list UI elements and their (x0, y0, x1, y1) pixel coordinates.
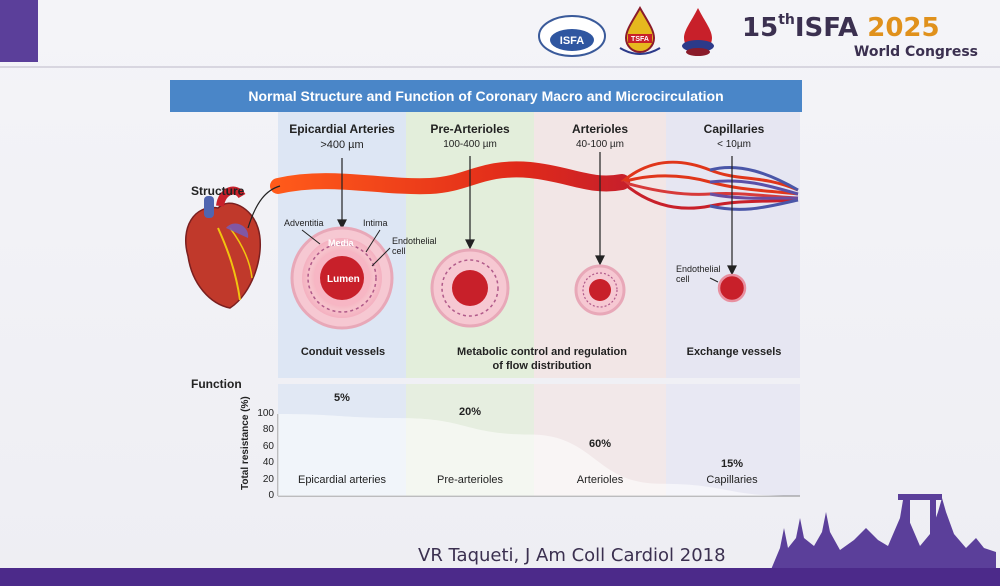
congress-year: 2025 (867, 13, 940, 43)
congress-name: ISFA (794, 13, 859, 43)
col-prearterioles-name: Pre-Arterioles (430, 122, 510, 136)
logo-group: ISFA TSFA (538, 5, 714, 57)
metabolic-control-label-2: of flow distribution (492, 360, 592, 372)
col-prearterioles-size: 100-400 µm (443, 139, 497, 150)
adventitia-label: Adventitia (284, 218, 324, 228)
category-label: Capillaries (706, 474, 758, 486)
col-arterioles-name: Arterioles (571, 122, 629, 136)
capillary-network (621, 160, 799, 211)
header-divider (0, 66, 1000, 68)
coronary-vessel (270, 161, 630, 195)
heart-illustration (184, 186, 262, 309)
corner-accent (0, 0, 38, 62)
conduit-vessels-label: Conduit vessels (300, 346, 386, 358)
col-epicardial-name: Epicardial Arteries (289, 122, 395, 136)
congress-sup: th (778, 12, 795, 28)
congress-number: 15 (742, 13, 779, 43)
capillary-cross-section (709, 273, 747, 303)
congress-subtitle: World Congress (853, 44, 978, 60)
value-label: 20% (458, 406, 482, 418)
footer-band (0, 568, 1000, 586)
epicardial-cross-section (290, 226, 394, 330)
y-tick-label: 100 (257, 408, 274, 419)
blood-drop-logo (682, 8, 714, 56)
structure-label: Structure (191, 184, 245, 198)
category-label: Arterioles (576, 474, 624, 486)
category-label: Pre-arterioles (436, 474, 504, 486)
value-label: 5% (334, 392, 350, 404)
y-tick-label: 20 (262, 473, 274, 485)
value-label: 15% (720, 458, 744, 470)
tsfa-logo: TSFA (619, 5, 661, 55)
col-capillaries-name: Capillaries (703, 122, 765, 136)
col-epicardial-size: >400 µm (320, 139, 364, 151)
congress-title: 15thISFA 2025 (742, 12, 982, 43)
category-label: Epicardial arteries (297, 474, 387, 486)
function-label: Function (191, 377, 242, 391)
isfa-logo-text: ISFA (560, 35, 585, 47)
column-bg-capillaries (666, 112, 800, 378)
value-label: 60% (588, 438, 612, 450)
resistance-area (278, 414, 800, 496)
tsfa-logo-text: TSFA (631, 36, 649, 43)
y-tick-label: 0 (268, 490, 274, 501)
lumen-label: Lumen (327, 274, 360, 285)
metabolic-control-label-1: Metabolic control and regulation (457, 346, 627, 358)
col-arterioles-size: 40-100 µm (575, 139, 625, 150)
endothelial-cell-label: Endothelial cell (392, 236, 437, 256)
arteriole-cross-section (574, 264, 626, 316)
media-label: Media (328, 238, 354, 248)
capillary-endothelial-label: Endothelial cell (676, 264, 721, 284)
prearteriole-cross-section (430, 248, 510, 328)
y-tick-label: 80 (262, 424, 274, 436)
citation: VR Taqueti, J Am Coll Cardiol 2018 (418, 545, 726, 566)
coronary-figure (184, 112, 800, 497)
resistance-chart (277, 414, 800, 497)
chart-y-axis-title: Total resistance (%) (240, 396, 251, 490)
chart-bg-capillaries (666, 384, 800, 496)
y-tick-label: 60 (262, 440, 274, 452)
intima-label: Intima (363, 218, 388, 228)
y-tick-label: 40 (262, 457, 274, 469)
exchange-vessels-label: Exchange vessels (686, 346, 782, 358)
temple-skyline-graphic (770, 494, 996, 572)
international-society-isfa-logo: ISFA (538, 15, 606, 57)
figure-title: Normal Structure and Function of Coronar… (170, 80, 802, 112)
col-capillaries-size: < 10µm (717, 139, 751, 150)
